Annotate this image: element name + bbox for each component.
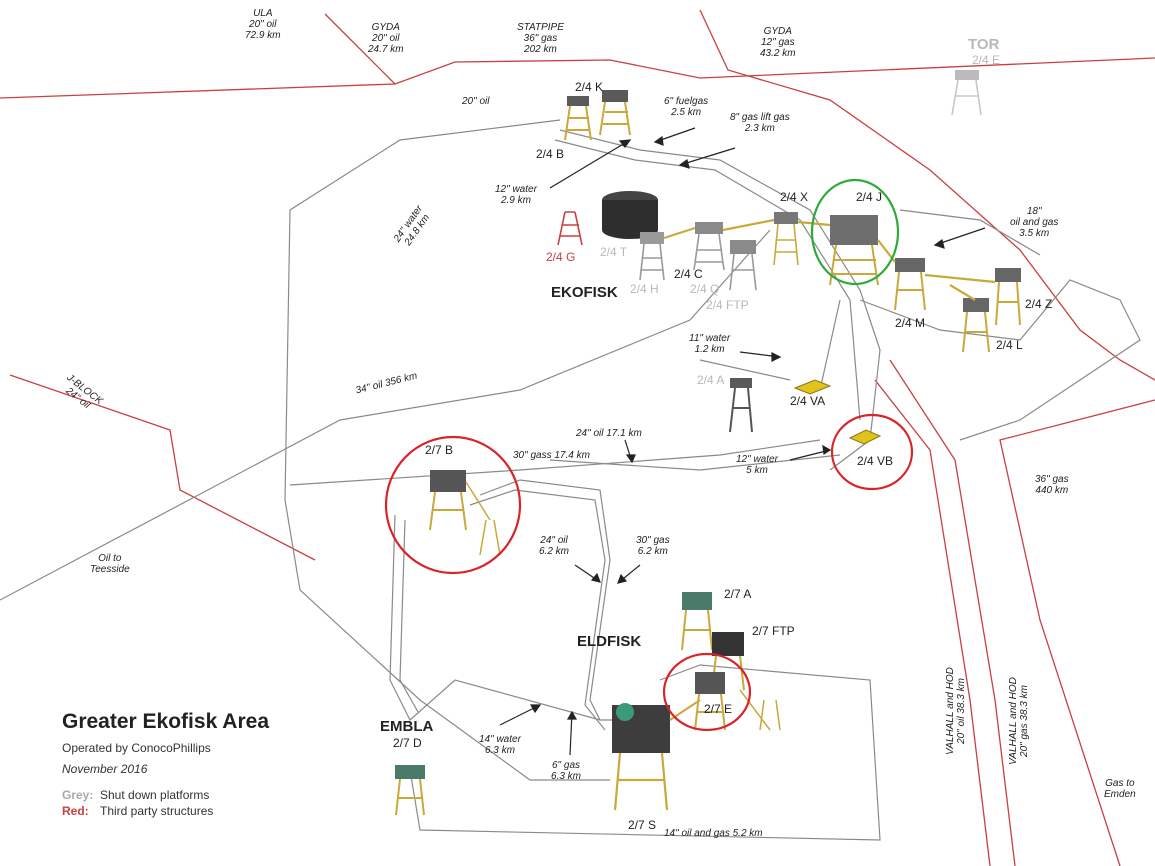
field-embla: EMBLA bbox=[380, 718, 433, 735]
highlight-2-7-b bbox=[386, 437, 520, 573]
label-2-4-q: 2/4 Q bbox=[690, 282, 719, 296]
platform-2-4-h-icon[interactable] bbox=[640, 232, 664, 280]
label-2-4-j: 2/4 J bbox=[856, 190, 882, 204]
pipeline-valhall-1 bbox=[875, 380, 990, 866]
map-title: Greater Ekofisk Area bbox=[62, 710, 269, 734]
pipeline-gyda-east bbox=[700, 10, 1155, 380]
platform-2-4-e-icon[interactable] bbox=[952, 70, 981, 115]
platform-2-4-b-icon[interactable] bbox=[565, 96, 591, 140]
label-2-4-e: 2/4 E bbox=[972, 53, 1000, 67]
label-2-4-c: 2/4 C bbox=[674, 267, 703, 281]
legend-grey-text: Shut down platforms bbox=[100, 788, 209, 802]
label-2-4-b: 2/4 B bbox=[536, 147, 564, 161]
platform-2-4-k-icon[interactable] bbox=[600, 90, 630, 135]
legend-red-text: Third party structures bbox=[100, 804, 213, 818]
pipeline-eldfisk-loop-2 bbox=[470, 490, 605, 730]
legend-grey: Grey:Shut down platforms bbox=[62, 788, 209, 802]
field-eldfisk: ELDFISK bbox=[577, 633, 641, 650]
platform-2-4-m-icon[interactable] bbox=[895, 258, 925, 310]
pipeline-eldfisk-loop-1 bbox=[480, 480, 630, 720]
platform-2-4-c-icon[interactable] bbox=[694, 222, 724, 270]
label-2-7-a: 2/7 A bbox=[724, 587, 751, 601]
label-2-4-vb: 2/4 VB bbox=[857, 454, 893, 468]
label-2-7-s: 2/7 S bbox=[628, 818, 656, 832]
platform-2-4-g-icon[interactable] bbox=[558, 212, 582, 245]
label-gas30a: 30" gass 17.4 km bbox=[513, 450, 590, 461]
platform-2-4-x-icon[interactable] bbox=[774, 212, 798, 265]
pipeline-jblock bbox=[10, 375, 315, 560]
label-gas36: 36" gas440 km bbox=[1035, 474, 1069, 496]
label-2-4-a: 2/4 A bbox=[697, 373, 724, 387]
label-2-4-g: 2/4 G bbox=[546, 250, 575, 264]
label-2-4-va: 2/4 VA bbox=[790, 394, 825, 408]
subsea-2-4-va-icon[interactable] bbox=[795, 380, 830, 394]
platform-2-4-a-icon[interactable] bbox=[730, 378, 752, 432]
pipeline-j-loop bbox=[860, 280, 1140, 440]
platform-2-4-z-icon[interactable] bbox=[995, 268, 1021, 325]
label-oil20: 20" oil bbox=[462, 96, 489, 107]
label-2-4-ftp: 2/4 FTP bbox=[706, 298, 749, 312]
legend-grey-key: Grey: bbox=[62, 788, 100, 802]
label-2-7-e: 2/7 E bbox=[704, 702, 732, 716]
platform-2-7-s-icon[interactable] bbox=[612, 700, 700, 810]
label-2-4-h: 2/4 H bbox=[630, 282, 659, 296]
pipeline-2-4-va bbox=[820, 300, 840, 390]
platform-2-4-j-icon[interactable] bbox=[830, 215, 878, 285]
label-2-7-d: 2/7 D bbox=[393, 736, 422, 750]
platform-2-7-e-icon[interactable] bbox=[695, 672, 780, 730]
label-oil24a: 24" oil 17.1 km bbox=[576, 428, 642, 439]
label-2-4-k: 2/4 K bbox=[575, 80, 603, 94]
legend-red: Red:Third party structures bbox=[62, 804, 213, 818]
tank-2-4-t-icon[interactable] bbox=[602, 191, 658, 239]
arrows bbox=[500, 128, 985, 755]
platform-2-7-d-icon[interactable] bbox=[395, 765, 425, 815]
platform-2-7-b-icon[interactable] bbox=[430, 470, 500, 555]
field-ekofisk: EKOFISK bbox=[551, 284, 618, 301]
field-tor: TOR bbox=[968, 36, 999, 53]
label-2-4-z: 2/4 Z bbox=[1025, 297, 1052, 311]
label-emden: Gas toEmden bbox=[1104, 778, 1136, 800]
platform-2-4-l-icon[interactable] bbox=[963, 298, 989, 352]
label-2-4-x: 2/4 X bbox=[780, 190, 808, 204]
subsea-2-4-vb-icon[interactable] bbox=[850, 430, 880, 444]
platform-2-7-a-icon[interactable] bbox=[682, 592, 712, 650]
map-operator: Operated by ConocoPhillips bbox=[62, 741, 211, 755]
label-2-4-l: 2/4 L bbox=[996, 338, 1023, 352]
platform-2-4-q-icon[interactable] bbox=[730, 240, 756, 290]
label-2-4-m: 2/4 M bbox=[895, 316, 925, 330]
label-2-7-b: 2/7 B bbox=[425, 443, 453, 457]
label-2-7-ftp: 2/7 FTP bbox=[752, 624, 795, 638]
label-2-4-t: 2/4 T bbox=[600, 245, 627, 259]
legend-red-key: Red: bbox=[62, 804, 100, 818]
label-oilgas14: 14" oil and gas 5.2 km bbox=[664, 828, 763, 839]
map-date: November 2016 bbox=[62, 762, 147, 776]
label-valhall-gas: VALHALL and HOD20" gas 38.3 km bbox=[1008, 677, 1030, 765]
